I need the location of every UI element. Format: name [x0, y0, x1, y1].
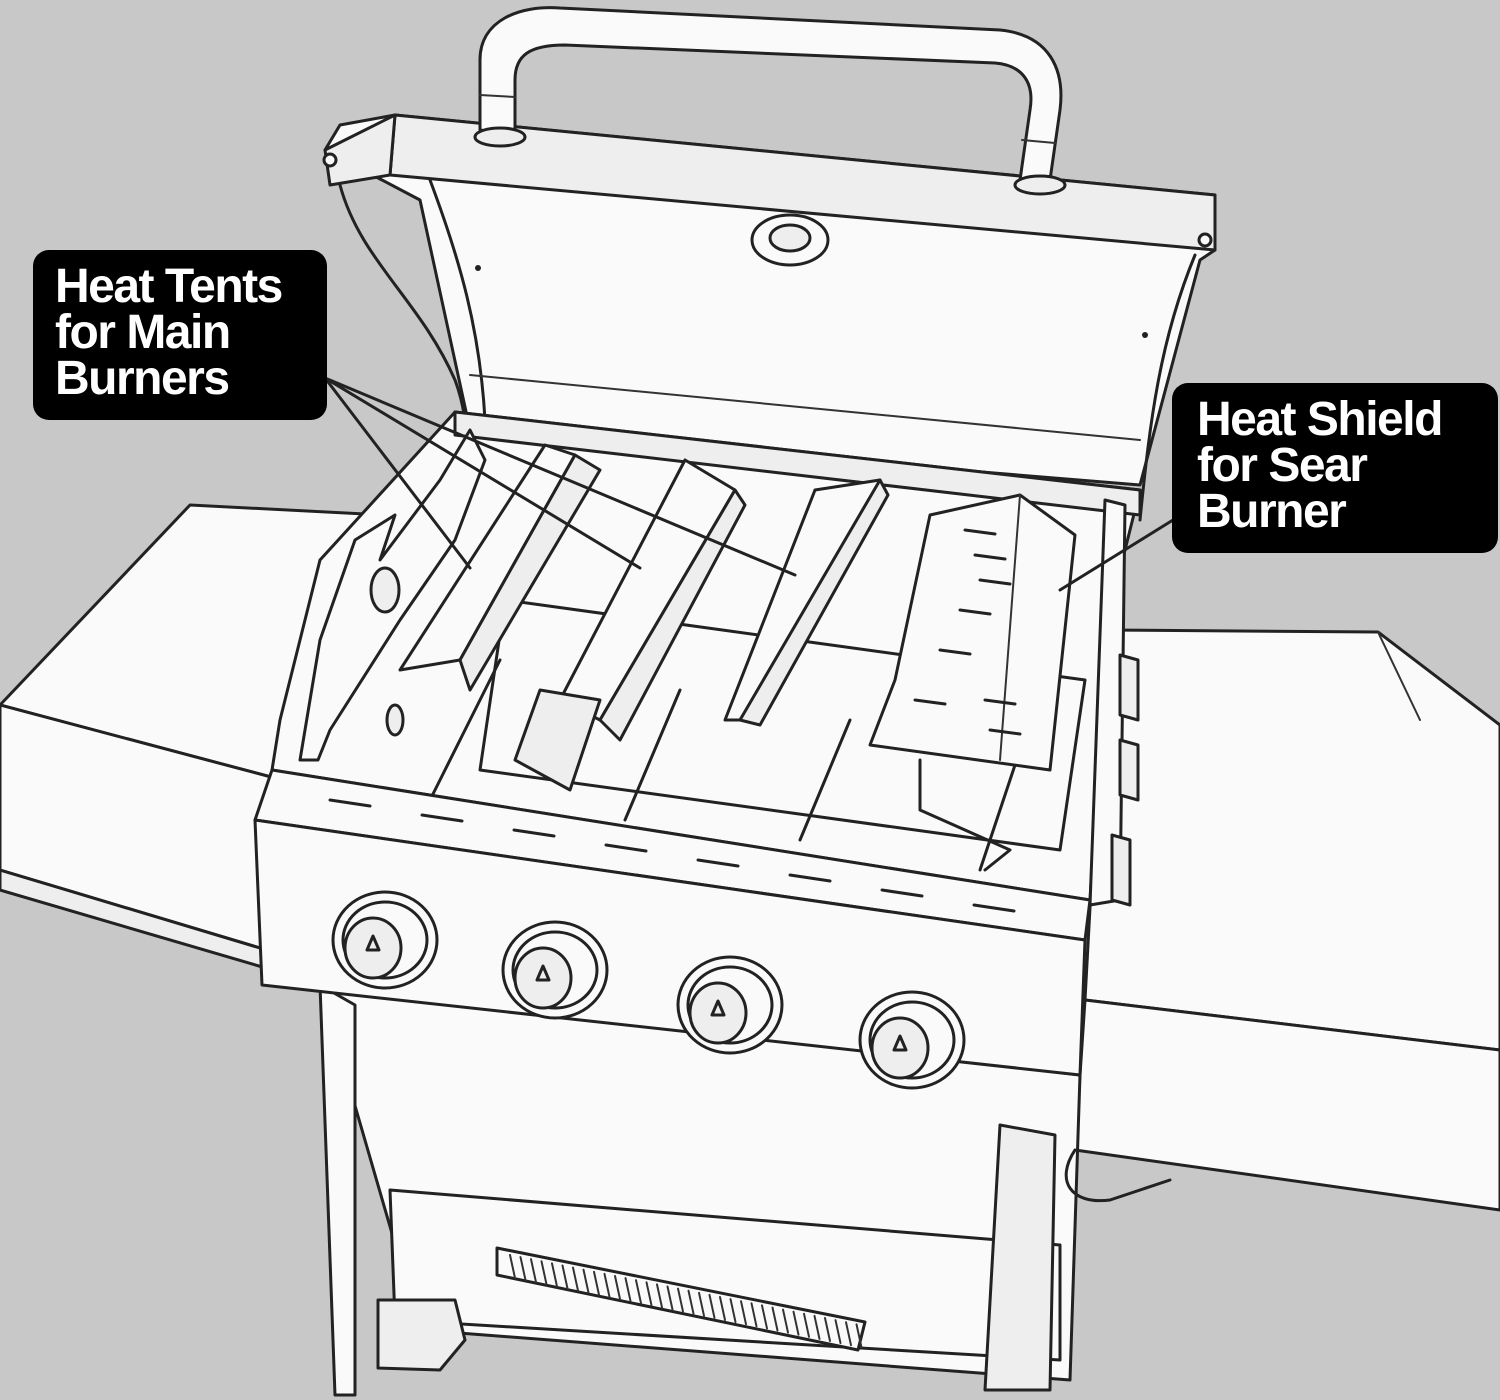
- bottom-vent: [495, 1246, 867, 1352]
- grill-lid: [322, 113, 1217, 522]
- lid-handle: [473, 6, 1067, 196]
- left-firebox-bracket: [298, 428, 487, 762]
- control-knob-4: [858, 990, 966, 1090]
- control-knob-3: [676, 955, 784, 1055]
- control-knob-1: [331, 890, 439, 990]
- right-firebox-side: [1088, 498, 1140, 907]
- heat-shield-line-1: Heat Shield: [1197, 393, 1443, 446]
- heat-shield-line-3: Burner: [1197, 485, 1347, 538]
- control-knobs: [331, 890, 966, 1090]
- heat-tents-line-3: Burners: [55, 352, 230, 405]
- control-knob-2: [501, 920, 609, 1020]
- heat-shield-sear: [868, 493, 1077, 772]
- heat-tents-line-1: Heat Tents: [55, 260, 283, 313]
- heat-shield-label: Heat Shield for Sear Burner: [1172, 383, 1498, 553]
- right-side-shelf: [1073, 628, 1500, 1212]
- heat-tents-label: Heat Tents for Main Burners: [33, 250, 327, 420]
- leader-lines: [323, 376, 1175, 592]
- heat-tents-line-2: for Main: [55, 306, 231, 359]
- heat-tent-3: [723, 478, 890, 727]
- heat-tent-2: [513, 458, 747, 792]
- heat-shield-line-2: for Sear: [1197, 439, 1368, 492]
- gas-hose: [1064, 1148, 1172, 1203]
